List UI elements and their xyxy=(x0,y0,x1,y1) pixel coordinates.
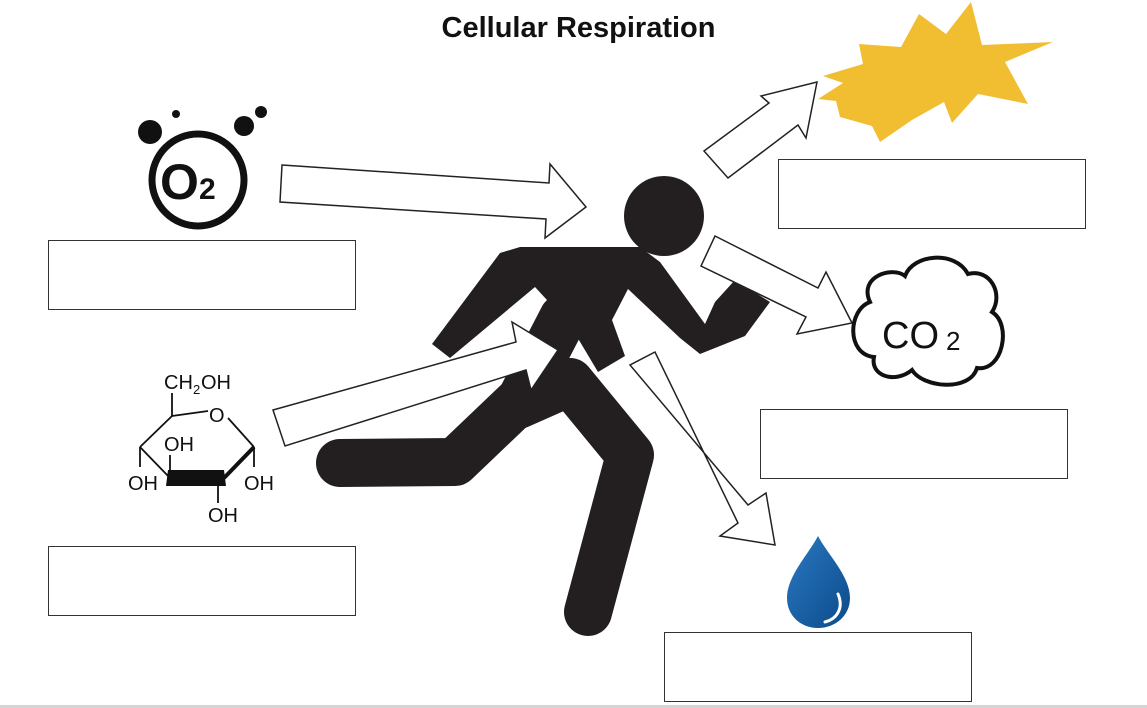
arrow-water-out xyxy=(628,350,776,546)
arrow-glucose-in xyxy=(272,320,560,447)
glucose-structure: CH 2 OH O OH OH OH OH xyxy=(128,372,274,527)
answer-box-water[interactable] xyxy=(664,632,972,702)
water-drop-icon xyxy=(787,536,850,628)
o2-subscript: 2 xyxy=(199,173,216,206)
answer-box-energy[interactable] xyxy=(778,159,1086,229)
glucose-oh-left: OH xyxy=(128,473,158,495)
o2-symbol: O xyxy=(160,154,199,210)
answer-box-carbon-dioxide[interactable] xyxy=(760,409,1068,479)
answer-box-glucose[interactable] xyxy=(48,546,356,616)
glucose-oh-bottom: OH xyxy=(208,505,238,527)
glucose-oh-inner: OH xyxy=(164,434,194,456)
arrow-co2-out xyxy=(700,234,854,336)
co2-symbol: CO xyxy=(882,315,939,357)
glucose-ring-oxygen: O xyxy=(209,405,225,427)
diagram-title: Cellular Respiration xyxy=(441,12,716,44)
arrows xyxy=(272,80,854,546)
glucose-ch2-subscript: 2 xyxy=(193,382,200,397)
glucose-oh-right: OH xyxy=(244,473,274,495)
answer-box-oxygen[interactable] xyxy=(48,240,356,310)
sun-icon xyxy=(818,2,1053,142)
bottom-divider xyxy=(0,705,1147,708)
oxygen-icon: O 2 xyxy=(138,106,267,230)
arrow-oxygen-in xyxy=(279,162,588,240)
co2-subscript: 2 xyxy=(946,326,960,356)
glucose-ch2-label: CH xyxy=(164,372,193,394)
arrow-energy-out xyxy=(702,80,818,180)
glucose-ch2oh-tail: OH xyxy=(201,372,231,394)
cloud-icon: CO 2 xyxy=(851,255,1005,387)
